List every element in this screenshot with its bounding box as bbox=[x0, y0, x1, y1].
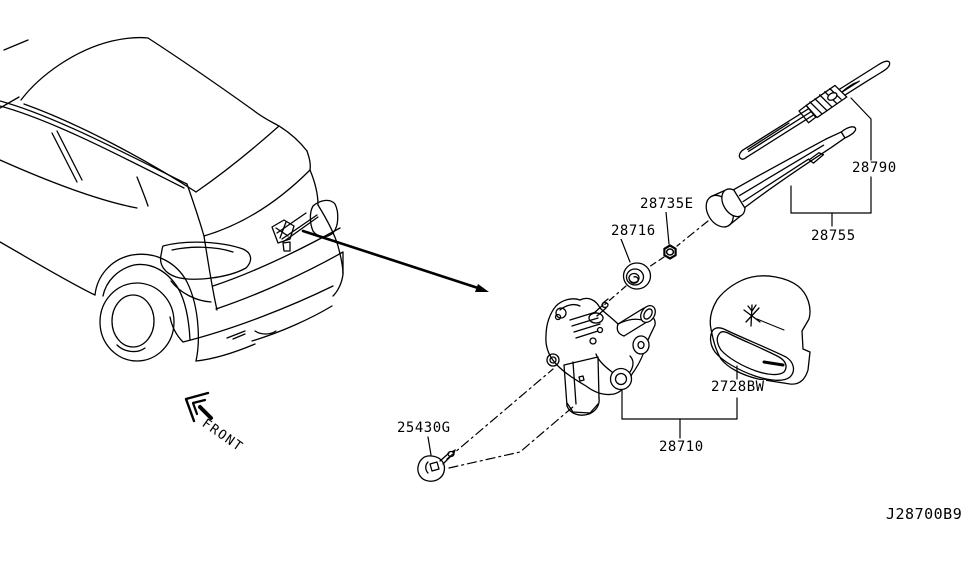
front-arrow-icon bbox=[184, 391, 213, 423]
part-label-body-grommet[interactable]: 25430G bbox=[396, 420, 452, 437]
part-label-pivot-grommet[interactable]: 28716 bbox=[610, 223, 657, 240]
diagram-code: J28700B9 bbox=[886, 505, 963, 523]
wiper-motor-drawing bbox=[545, 297, 656, 416]
pivot-grommet-drawing bbox=[622, 262, 652, 290]
motor-cover-drawing bbox=[709, 275, 811, 385]
car-illustration bbox=[0, 36, 344, 362]
callout-arrow bbox=[301, 229, 489, 292]
part-label-motor-cover[interactable]: 2728BW bbox=[710, 379, 766, 396]
part-label-arm[interactable]: 28755 bbox=[810, 228, 857, 245]
part-label-motor[interactable]: 28710 bbox=[658, 439, 705, 456]
wiper-on-car bbox=[271, 212, 319, 252]
wiper-arm-drawing bbox=[705, 126, 857, 228]
part-label-blade[interactable]: 28790 bbox=[851, 160, 898, 177]
leader-lines bbox=[427, 97, 872, 469]
wiper-blade-drawing bbox=[738, 60, 891, 160]
part-label-pivot-nut[interactable]: 28735E bbox=[639, 196, 695, 213]
pivot-nut-drawing bbox=[663, 244, 677, 260]
body-grommet-drawing bbox=[417, 449, 456, 482]
